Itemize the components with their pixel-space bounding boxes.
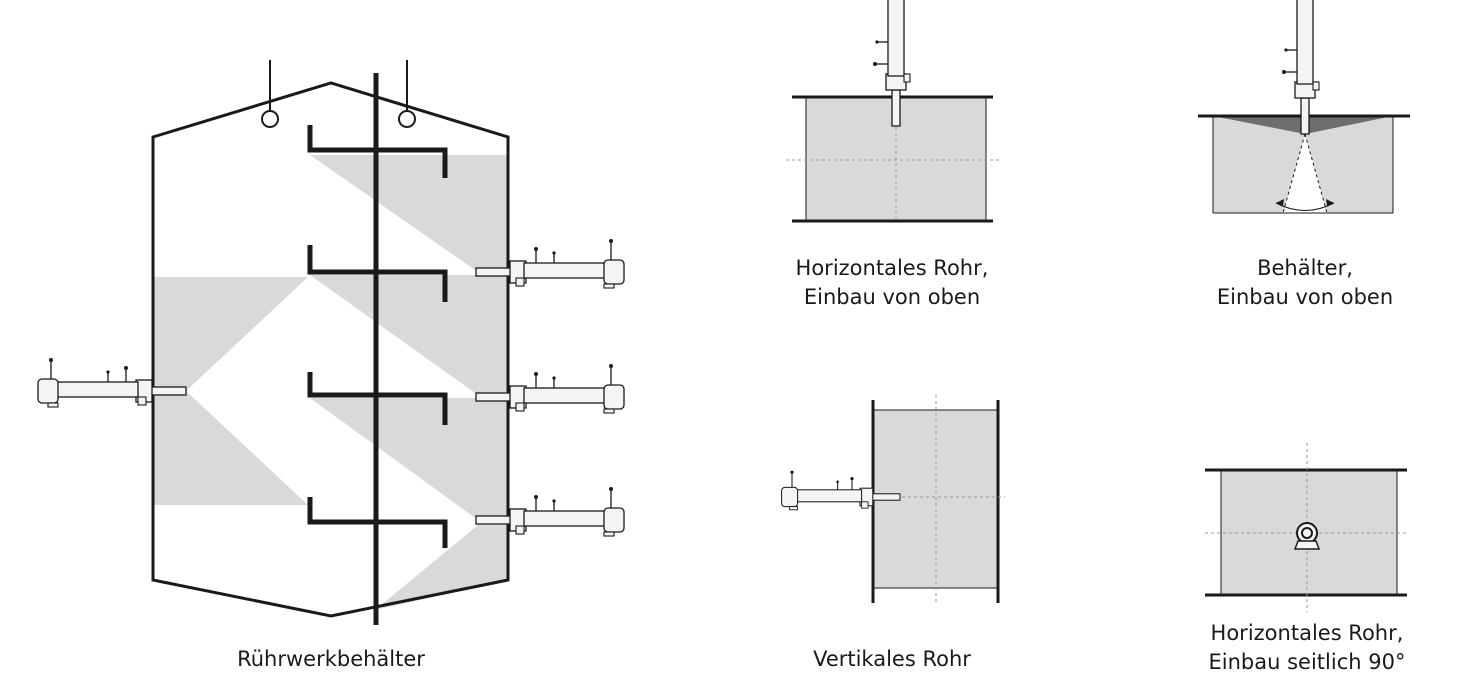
caption-vessel-top: Behälter, Einbau von oben [1216,256,1394,309]
tank-outline [151,81,510,618]
spray-cone-right-bottom [375,525,508,610]
agitator-blades [307,125,448,548]
angle-arc [1275,202,1335,211]
caption-horizontal-pipe-side: Horizontales Rohr, Einbau seitlich 90° [1208,621,1406,674]
sensor-vessel-top [1275,0,1320,135]
spray-cone-left [153,277,308,505]
caption-agitator-tank: Rührwerkbehälter [237,647,425,671]
spray-cone-right-top [310,155,508,272]
vessel-interior [1213,116,1393,213]
spray-cone-right-lower [310,398,508,520]
caption-vertical-pipe: Vertikales Rohr [813,647,971,671]
mounting-fitting-icon [1293,522,1321,550]
agitator-tank-panel [37,60,625,625]
top-nozzle-left [261,110,279,128]
caption-horizontal-pipe-top: Horizontales Rohr, Einbau von oben [795,256,989,309]
vessel-top-panel [1198,0,1410,214]
spray-cone-right-upper [310,275,508,395]
vertical-pipe-panel [781,395,1005,605]
top-nozzle-right [398,110,416,128]
horizontal-pipe-top-panel [786,0,1000,223]
horizontal-pipe-side-panel [1205,443,1407,612]
